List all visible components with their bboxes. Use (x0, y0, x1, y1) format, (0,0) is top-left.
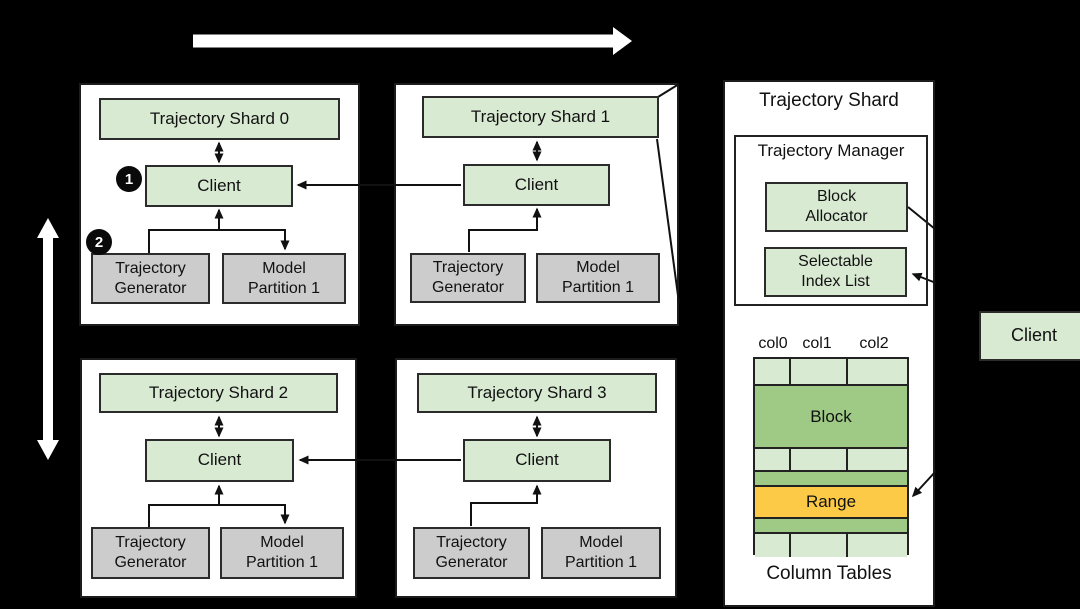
partition-line2: Partition 1 (561, 279, 635, 296)
table-cell (755, 359, 791, 384)
shard2-generator-box: Trajectory Generator (91, 527, 210, 579)
block-row: Block (755, 384, 907, 447)
selectable-index-line1: Selectable (798, 253, 873, 271)
block-region: Block (755, 386, 907, 447)
generator-line2: Generator (435, 554, 508, 571)
shard2-client-box: Client (145, 439, 294, 482)
col2-header: col2 (859, 335, 889, 352)
shard2-title: Trajectory Shard 2 (148, 382, 289, 402)
shard3-title: Trajectory Shard 3 (467, 382, 607, 402)
column-tables-caption: Column Tables (766, 563, 892, 584)
block-allocator-line2: Allocator (805, 208, 868, 225)
step-badge-1: 1 (116, 166, 142, 192)
table-row (755, 532, 907, 557)
range-row: Range (755, 485, 907, 517)
table-cell (791, 534, 848, 557)
shard3-client-box: Client (463, 439, 611, 482)
shard0-title-box: Trajectory Shard 0 (99, 98, 340, 140)
trajectory-manager-label: Trajectory Manager (757, 141, 905, 160)
partition-line1: Model (576, 259, 620, 277)
generator-line1: Trajectory (436, 534, 507, 552)
block-label: Block (810, 406, 852, 426)
green-strip-row (755, 470, 907, 485)
generator-line1: Trajectory (432, 259, 504, 277)
shard1-title: Trajectory Shard 1 (470, 106, 611, 126)
generator-line2: Generator (114, 554, 187, 571)
selectable-index-box: Selectable Index List (764, 247, 907, 297)
generator-line2: Generator (431, 279, 505, 296)
shard3-title-box: Trajectory Shard 3 (417, 373, 657, 413)
table-cell (791, 449, 848, 470)
shard3-partition-box: Model Partition 1 (541, 527, 661, 579)
shard3-generator-box: Trajectory Generator (413, 527, 530, 579)
block-allocator-box: Block Allocator (765, 182, 908, 232)
table-cell (791, 359, 848, 384)
shard0-client-box: Client (145, 165, 293, 207)
legend-client-label: Client (1010, 325, 1058, 346)
partition-line1: Model (579, 534, 623, 552)
green-strip (755, 472, 907, 485)
shard1-client-label: Client (514, 174, 559, 194)
table-cell (755, 534, 791, 557)
table-row (755, 447, 907, 470)
step-badge-1-number: 1 (124, 170, 134, 188)
partition-line1: Model (262, 259, 306, 277)
col1-header: col1 (802, 335, 832, 352)
shard0-title: Trajectory Shard 0 (149, 108, 290, 128)
column-table: Block Range (753, 357, 909, 557)
col0-header: col0 (758, 335, 788, 352)
shard1-generator-box: Trajectory Generator (410, 253, 526, 303)
table-cell (848, 449, 907, 470)
range-label: Range (805, 492, 857, 511)
table-cell (848, 534, 907, 557)
block-allocator-line1: Block (816, 188, 857, 206)
detail-panel-title: Trajectory Shard (759, 90, 899, 111)
shard1-client-box: Client (463, 164, 610, 206)
legend-client-box: Client (979, 311, 1080, 361)
shard2-title-box: Trajectory Shard 2 (99, 373, 338, 413)
table-cell (755, 449, 791, 470)
generator-line1: Trajectory (115, 259, 186, 277)
table-cell (848, 359, 907, 384)
selectable-index-line2: Index List (801, 273, 870, 290)
shard2-client-label: Client (197, 450, 242, 470)
partition-line1: Model (260, 534, 304, 552)
shard0-generator-box: Trajectory Generator (91, 253, 210, 304)
step-badge-2: 2 (86, 229, 112, 255)
partition-line2: Partition 1 (564, 554, 638, 571)
shard3-client-label: Client (515, 450, 559, 470)
shard0-partition-box: Model Partition 1 (222, 253, 346, 304)
step-badge-2-number: 2 (94, 233, 104, 251)
range-region: Range (755, 487, 907, 517)
shard-axis-arrow-icon (37, 218, 59, 460)
generator-line2: Generator (114, 279, 187, 297)
partition-line2: Partition 1 (245, 554, 319, 571)
green-strip-row (755, 517, 907, 532)
table-row (755, 359, 907, 384)
green-strip (755, 519, 907, 532)
partition-line2: Partition 1 (247, 279, 321, 297)
shard1-title-box: Trajectory Shard 1 (422, 96, 659, 138)
shard1-partition-box: Model Partition 1 (536, 253, 660, 303)
shard2-partition-box: Model Partition 1 (220, 527, 344, 579)
time-axis-arrow-icon (193, 27, 632, 55)
shard0-client-label: Client (197, 175, 241, 195)
generator-line1: Trajectory (115, 534, 186, 552)
